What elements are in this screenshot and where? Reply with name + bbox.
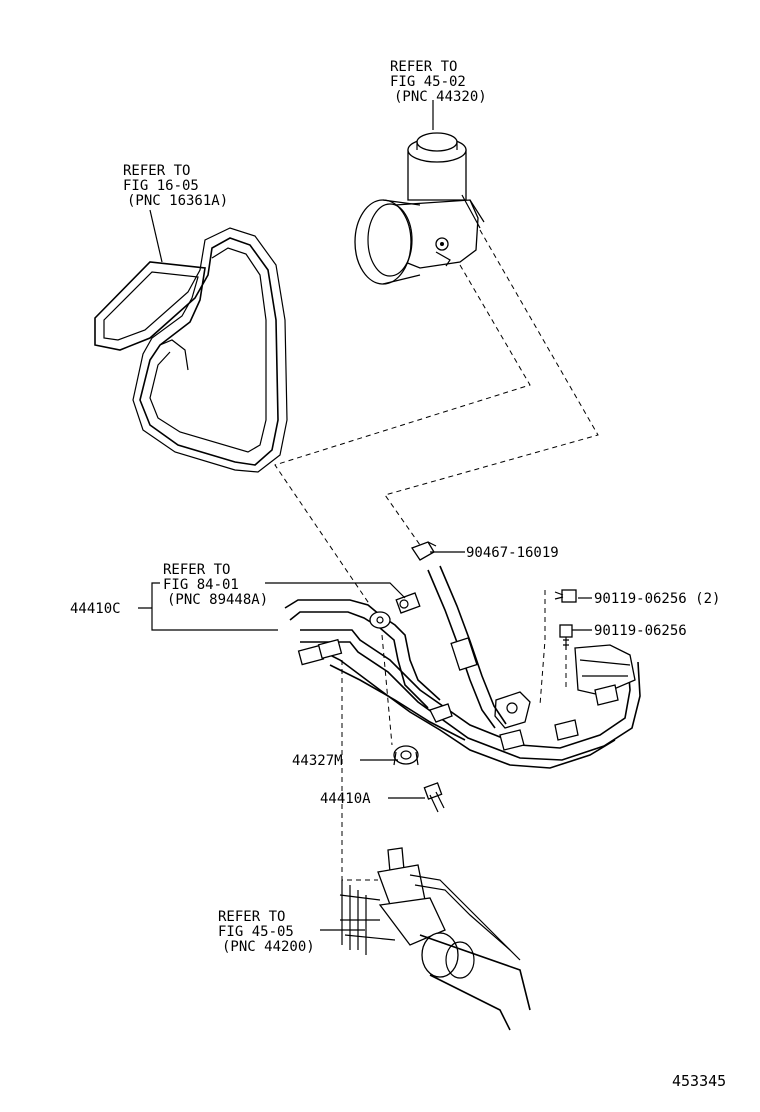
gasket	[393, 745, 419, 766]
leader-lines	[138, 100, 592, 931]
hose-ref-line-3: (PNC 89448A)	[167, 592, 268, 608]
drive-belt	[94, 227, 288, 473]
return-hose	[427, 565, 507, 729]
power-steering-pump	[354, 132, 485, 285]
tube-assembly	[284, 599, 641, 769]
belt-ref-line-3: (PNC 16361A)	[127, 193, 228, 209]
union-bolt	[423, 782, 445, 813]
bolt-upper	[554, 589, 577, 603]
hose-ref-line-2: FIG 84-01	[163, 577, 239, 593]
gear-ref-line-2: FIG 45-05	[218, 924, 294, 940]
steering-gear-housing	[339, 847, 531, 1031]
union-fitting	[395, 592, 421, 614]
pump-reference-callout: REFER TO FIG 45-02 (PNC 44320)	[390, 59, 487, 105]
part-clamp-label: 90467-16019	[466, 545, 559, 561]
pump-ref-line-2: FIG 45-02	[390, 74, 466, 90]
bolt-lower	[559, 624, 573, 650]
part-gasket-label: 44327M	[292, 753, 343, 769]
gear-reference-callout: REFER TO FIG 45-05 (PNC 44200)	[218, 909, 315, 955]
dashed-connectors	[274, 229, 599, 881]
part-bolt-a-label: 90119-06256 (2)	[594, 591, 720, 607]
gear-ref-line-3: (PNC 44200)	[222, 939, 315, 955]
belt-ref-line-1: REFER TO	[123, 163, 190, 179]
pump-ref-line-3: (PNC 44320)	[394, 89, 487, 105]
pump-ref-line-1: REFER TO	[390, 59, 457, 75]
hose-reference-callout: REFER TO FIG 84-01 (PNC 89448A)	[163, 562, 268, 608]
tube-grommet	[369, 611, 391, 629]
illustration-number: 453345	[672, 1072, 726, 1090]
hose-clamp	[411, 541, 437, 561]
gear-ref-line-1: REFER TO	[218, 909, 285, 925]
part-tube-assy-label: 44410C	[70, 601, 121, 617]
belt-reference-callout: REFER TO FIG 16-05 (PNC 16361A)	[123, 163, 228, 209]
part-union-bolt-label: 44410A	[320, 791, 371, 807]
part-bolt-b-label: 90119-06256	[594, 623, 687, 639]
belt-ref-line-2: FIG 16-05	[123, 178, 199, 194]
hose-ref-line-1: REFER TO	[163, 562, 230, 578]
